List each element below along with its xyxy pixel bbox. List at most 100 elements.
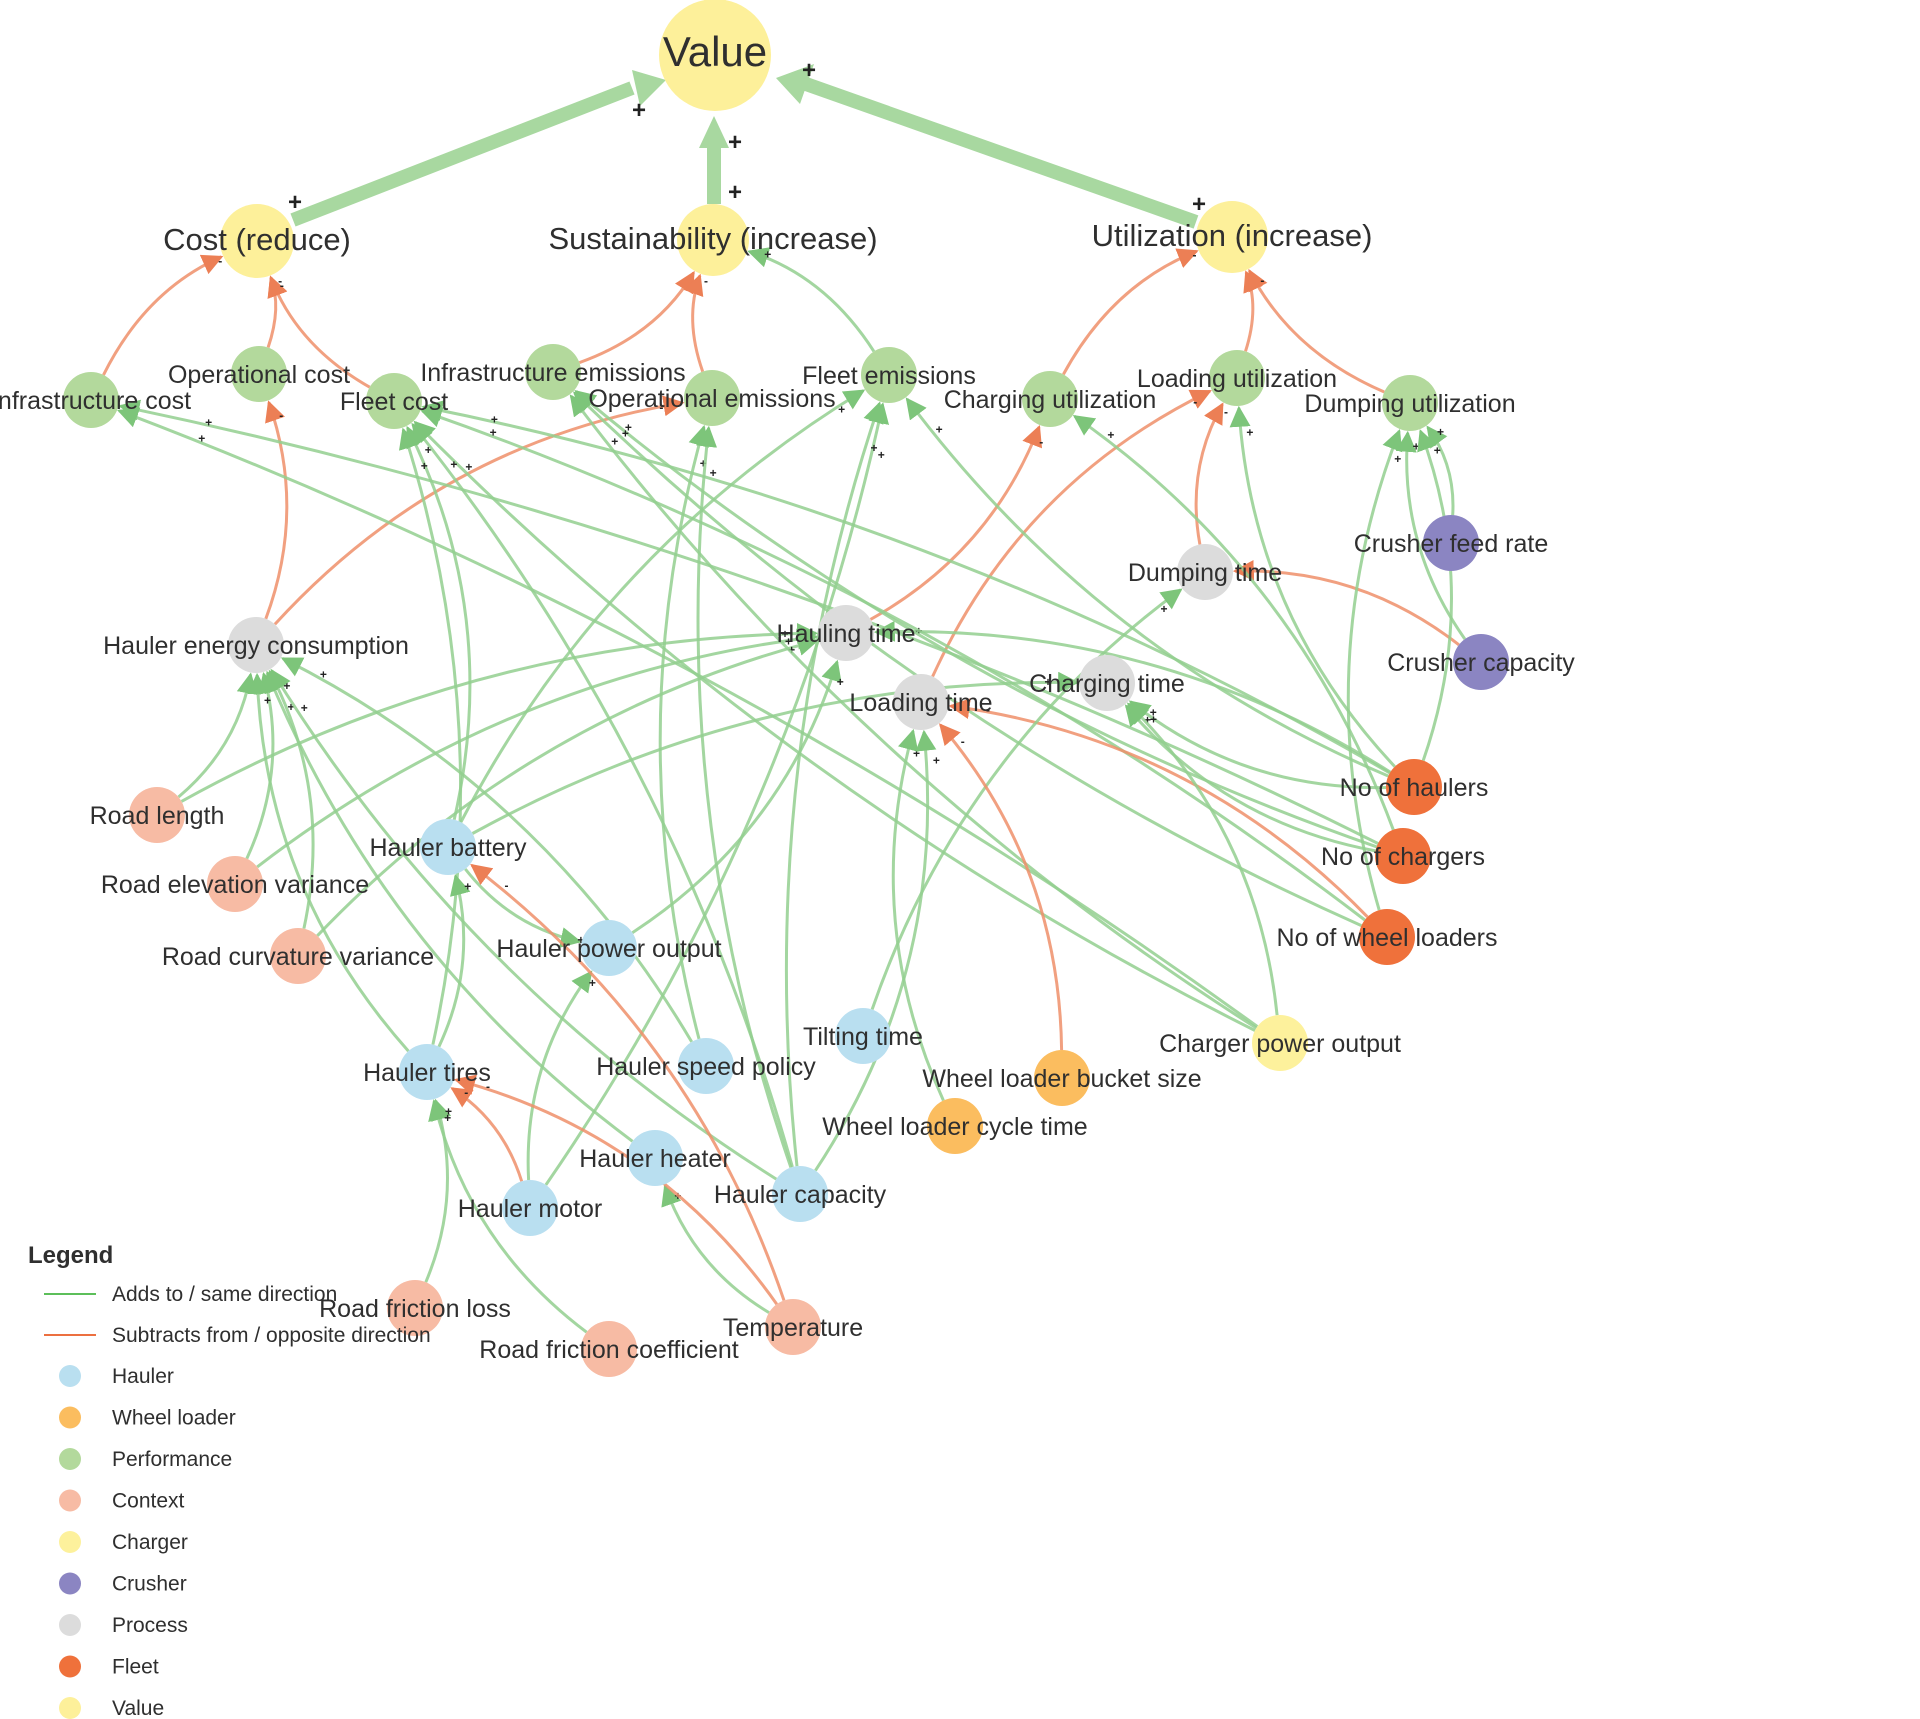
legend-swatch-value xyxy=(59,1697,81,1719)
edge-hauler_heater-to-hauler_energy xyxy=(264,670,634,1143)
node-label: Fleet cost xyxy=(340,388,448,416)
node-circle xyxy=(893,674,949,730)
edge-hauler_tires-to-hauler_battery xyxy=(437,873,471,1048)
edge-hauler_motor-to-hauler_tires xyxy=(450,1087,524,1182)
node-label: Crusher capacity xyxy=(1387,649,1575,677)
edge-op_em-to-sustainability xyxy=(683,273,705,373)
edge-sign: - xyxy=(659,401,663,415)
legend-swatch-performance xyxy=(59,1448,81,1470)
edge-sign: + xyxy=(785,634,792,648)
node-cost: Cost (reduce) xyxy=(163,204,351,278)
edge-charging_util-to-utilization xyxy=(1062,248,1199,376)
node-circle xyxy=(1034,1050,1090,1106)
node-hauler_tires: Hauler tires xyxy=(363,1044,491,1100)
node-circle xyxy=(1375,828,1431,884)
edge-sign: + xyxy=(788,643,795,657)
edge-charger_power-to-infra_em xyxy=(569,394,1258,1030)
node-label: Value xyxy=(663,28,767,75)
edge-sign: + xyxy=(1434,444,1441,458)
node-hauler_motor: Hauler motor xyxy=(458,1180,603,1236)
node-label: Wheel loader bucket size xyxy=(922,1065,1201,1093)
node-circle xyxy=(270,928,326,984)
edge-sign: - xyxy=(704,274,708,288)
edge-infra_cost-to-cost xyxy=(102,254,224,376)
edge-sign: + xyxy=(871,441,878,455)
node-label: Hauler heater xyxy=(579,1145,730,1173)
node-hauling_time: Hauling time xyxy=(777,605,915,661)
edge-road_fric_coef-to-hauler_tires xyxy=(428,1099,588,1334)
node-dumping_util: Dumping utilization xyxy=(1304,375,1516,431)
node-temperature: Temperature xyxy=(723,1299,863,1355)
node-label: Charging utilization xyxy=(944,386,1157,414)
node-infra_em: Infrastructure emissions xyxy=(420,344,686,400)
edge-sign: + xyxy=(837,675,844,689)
node-label: Infrastructure emissions xyxy=(420,359,685,387)
main-edge-cost xyxy=(290,81,635,227)
edge-road_curv-to-hauling_time xyxy=(316,635,820,937)
edge-sign: + xyxy=(710,466,717,480)
edge-hauler_energy-to-op_cost xyxy=(264,400,289,620)
node-charging_time: Charging time xyxy=(1029,655,1185,711)
node-circle xyxy=(659,0,771,111)
node-circle xyxy=(220,204,294,278)
edge-sign: + xyxy=(490,425,497,439)
main-edge-utilization xyxy=(803,77,1199,229)
node-tilting_time: Tilting time xyxy=(803,1008,923,1064)
node-circle xyxy=(677,204,749,276)
edge-sign: + xyxy=(198,432,205,446)
legend-label-hauler: Hauler xyxy=(112,1365,174,1388)
node-label: No of chargers xyxy=(1321,843,1485,871)
edge-road_curv-to-hauler_energy xyxy=(268,669,315,929)
edge-no_haulers-to-fleet_em xyxy=(905,397,1389,778)
edge-no_haulers-to-hauling_time xyxy=(873,620,1392,774)
edge-sign: + xyxy=(764,248,771,262)
node-circle xyxy=(581,1321,637,1377)
node-op_cost: Operational cost xyxy=(168,346,350,402)
node-circle xyxy=(581,920,637,976)
edge-charger_power-to-infra_cost xyxy=(117,407,1259,1028)
edge-hauler_energy-to-op_em xyxy=(273,395,685,626)
edge-hauler_capacity-to-op_em xyxy=(696,425,793,1168)
node-label: Hauler motor xyxy=(458,1195,603,1223)
node-charging_util: Charging utilization xyxy=(944,371,1157,427)
legend-label-value: Value xyxy=(112,1697,164,1719)
node-label: Hauler power output xyxy=(496,935,721,963)
node-circle xyxy=(1386,759,1442,815)
edge-sign: - xyxy=(1039,435,1043,449)
main-edge-sign: + xyxy=(802,57,816,84)
edge-charger_power-to-charging_time xyxy=(1126,702,1279,1016)
node-wl_bucket: Wheel loader bucket size xyxy=(922,1050,1202,1106)
edge-wl_cycle-to-loading_time xyxy=(891,728,945,1102)
node-label: Fleet emissions xyxy=(802,362,976,390)
edge-sign: + xyxy=(205,416,212,430)
node-label: Sustainability (increase) xyxy=(548,221,877,256)
edge-sign: + xyxy=(1161,602,1168,616)
edge-sign: - xyxy=(279,408,283,422)
node-circle xyxy=(1423,515,1479,571)
edge-hauler_tires-to-fleet_cost xyxy=(398,427,463,1045)
edge-crusher_cap-to-dumping_time xyxy=(1232,560,1460,646)
node-circle xyxy=(387,1280,443,1336)
legend-swatch-context xyxy=(59,1489,81,1512)
legend-swatch-fleet xyxy=(59,1655,81,1678)
node-circle xyxy=(525,344,581,400)
edge-hauler_motor-to-fleet_em xyxy=(544,402,890,1186)
edge-sign: + xyxy=(577,933,584,947)
edge-sign: + xyxy=(1150,705,1157,719)
node-label: Loading time xyxy=(849,689,992,717)
edge-road_elev-to-hauling_time xyxy=(256,628,819,869)
node-circle xyxy=(1359,909,1415,965)
node-circle xyxy=(1382,375,1438,431)
node-circle xyxy=(207,856,263,912)
legend-label-performance: Performance xyxy=(112,1448,232,1471)
edge-dumping_util-to-utilization xyxy=(1248,268,1385,394)
main-arrowhead xyxy=(776,64,814,104)
edge-sign: - xyxy=(280,279,284,293)
edge-sign: - xyxy=(505,879,509,893)
node-road_elev: Road elevation variance xyxy=(101,856,369,912)
node-label: Road length xyxy=(90,802,225,830)
edge-sign: - xyxy=(1260,274,1264,288)
node-dumping_time: Dumping time xyxy=(1128,544,1282,600)
node-circle xyxy=(1022,371,1078,427)
